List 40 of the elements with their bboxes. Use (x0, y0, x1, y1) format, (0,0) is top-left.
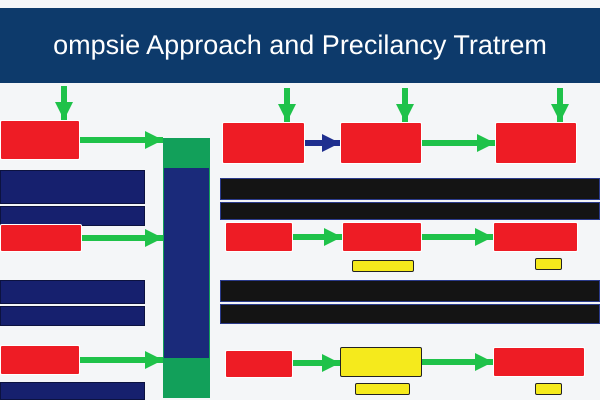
arrow (82, 229, 163, 247)
band (220, 178, 600, 200)
side-panel (163, 138, 210, 398)
band (220, 202, 600, 220)
arrow (305, 134, 340, 152)
tag-box (535, 383, 562, 395)
process-box (342, 222, 422, 252)
process-box (222, 122, 305, 164)
process-box (493, 222, 578, 252)
arrow (396, 88, 414, 122)
band (0, 170, 145, 204)
arrow (293, 354, 340, 372)
process-box (0, 345, 80, 375)
arrow (80, 351, 163, 369)
arrow (80, 131, 163, 149)
arrow (422, 353, 493, 371)
arrow (422, 228, 493, 246)
tag-box (535, 258, 562, 270)
tag-box (355, 383, 410, 395)
diagram-title: ompsie Approach and Precilancy Tratrem (53, 30, 547, 61)
process-box (0, 120, 80, 160)
arrow (422, 134, 495, 152)
arrow (551, 88, 569, 122)
band (0, 280, 145, 304)
process-box (340, 122, 422, 164)
process-box (225, 350, 293, 378)
process-box (0, 224, 82, 252)
band (0, 306, 145, 326)
band (0, 382, 145, 400)
process-box (493, 347, 585, 377)
tag-box (352, 260, 414, 272)
arrow (293, 228, 342, 246)
band (220, 304, 600, 324)
arrow (55, 86, 73, 120)
arrow (278, 88, 296, 122)
tag-box (340, 347, 422, 377)
band (220, 280, 600, 302)
process-box (495, 122, 577, 164)
band (0, 206, 145, 226)
process-box (225, 222, 293, 252)
